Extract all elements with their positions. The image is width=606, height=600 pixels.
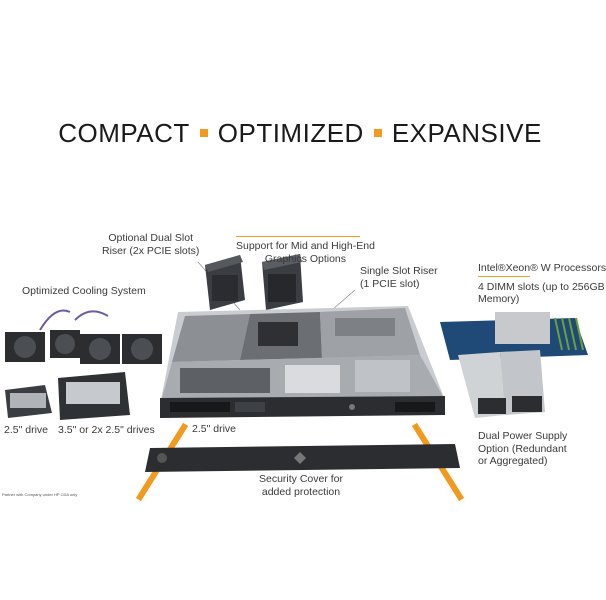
server-chassis: [160, 306, 445, 418]
callout-security-cover: Security Cover for added protection: [258, 473, 344, 498]
callout-drive-small: 2.5" drive: [4, 424, 48, 436]
headline-expansive: EXPANSIVE: [391, 118, 542, 148]
headline-compact: COMPACT: [58, 118, 190, 148]
callout-drive-front: 2.5" drive: [192, 423, 236, 435]
callout-cooling: Optimized Cooling System: [22, 285, 146, 297]
motherboard-and-cpu: [440, 312, 588, 360]
headline-optimized: OPTIMIZED: [217, 118, 364, 148]
callout-graphics: Support for Mid and High-End Graphics Op…: [236, 240, 375, 265]
footnote: Partner with Company under HP CDA only: [2, 492, 78, 497]
orange-underline-processors: [478, 276, 530, 277]
callout-drive-bay: 3.5" or 2x 2.5" drives: [58, 424, 155, 436]
callout-dual-slot-riser: Optional Dual Slot Riser (2x PCIE slots): [102, 232, 200, 257]
graphics-card-cage: [262, 254, 303, 310]
security-cover: [145, 444, 460, 472]
drive-25-small: [5, 385, 52, 418]
separator-square-icon: [199, 129, 208, 138]
callout-single-slot-riser: Single Slot Riser (1 PCIE slot): [360, 265, 438, 290]
drive-bay-35: [58, 372, 130, 420]
dual-power-supplies: [458, 350, 545, 418]
cooling-fans: [5, 309, 162, 364]
separator-square-icon: [373, 129, 382, 138]
dual-slot-riser-cage: [205, 255, 245, 310]
orange-underline-graphics: [236, 236, 360, 237]
callout-processors: Intel®Xeon® W Processors 4 DIMM slots (u…: [478, 262, 606, 305]
callout-power-supply: Dual Power Supply Option (Redundant or A…: [478, 430, 568, 467]
headline: COMPACT OPTIMIZED EXPANSIVE: [0, 118, 600, 149]
